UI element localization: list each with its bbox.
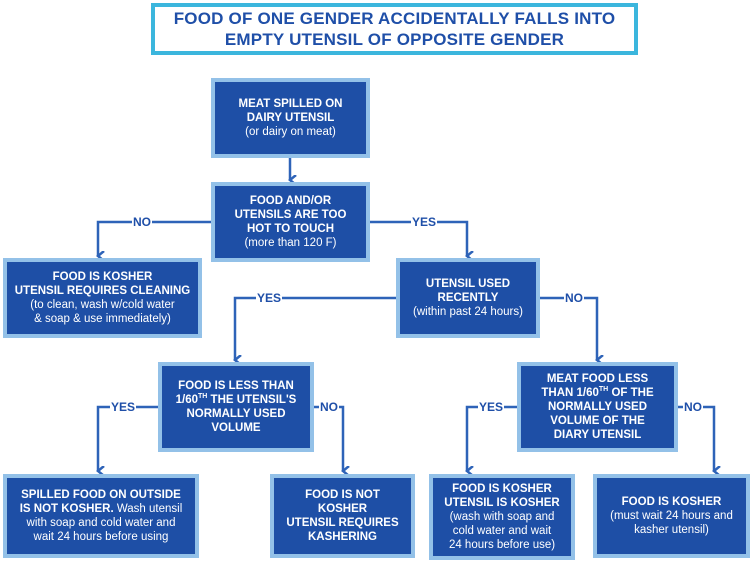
node-start-line-3: (or dairy on meat): [245, 126, 336, 138]
node-recent: UTENSIL USED RECENTLY (within past 24 ho…: [396, 258, 540, 338]
node-kosher-wash: FOOD IS KOSHER UTENSIL IS KOSHER (wash w…: [429, 474, 575, 560]
arrow-recent-no: [538, 296, 597, 360]
node-start: MEAT SPILLED ON DAIRY UTENSIL (or dairy …: [211, 78, 370, 158]
node-outside-line-3: with soap and cold water and: [26, 517, 176, 529]
label-recent-yes: YES: [256, 291, 283, 305]
node-recent-line-3: (within past 24 hours): [413, 306, 523, 318]
node-hot-line-3: HOT TO TOUCH: [246, 223, 335, 235]
arrow-meat-yes: [467, 405, 519, 471]
node-kashering: FOOD IS NOT KOSHER UTENSIL REQUIRES KASH…: [270, 474, 415, 558]
node-kosher-clean: FOOD IS KOSHER UTENSIL REQUIRES CLEANING…: [3, 258, 202, 338]
label-less-no: NO: [319, 400, 339, 414]
node-kashering-line-1: FOOD IS NOT: [305, 489, 380, 501]
title-line-2: EMPTY UTENSIL OF OPPOSITE GENDER: [224, 30, 565, 49]
arrow-hot-yes: [368, 220, 467, 256]
node-hot: FOOD AND/OR UTENSILS ARE TOO HOT TO TOUC…: [211, 182, 370, 262]
node-kosher-clean-line-2: UTENSIL REQUIRES CLEANING: [14, 285, 191, 297]
node-kosher-wash-line-5: 24 hours before use): [448, 539, 556, 551]
node-hot-line-2: UTENSILS ARE TOO: [234, 209, 347, 221]
node-kashering-line-4: KASHERING: [307, 531, 377, 543]
node-meat-less-line-1: MEAT FOOD LESS: [546, 373, 649, 385]
node-less-volume-line-4: VOLUME: [211, 422, 261, 434]
node-less-volume-line-2: 1/60TH THE UTENSIL'S: [175, 393, 297, 406]
label-hot-yes: YES: [411, 215, 438, 229]
node-meat-less-line-3: NORMALLY USED: [547, 401, 648, 413]
node-meat-less: MEAT FOOD LESS THAN 1/60TH OF THE NORMAL…: [517, 362, 678, 452]
label-recent-no: NO: [564, 291, 584, 305]
title-line-1: FOOD OF ONE GENDER ACCIDENTALLY FALLS IN…: [173, 9, 616, 28]
node-meat-less-line-5: DIARY UTENSIL: [553, 429, 642, 441]
node-kosher-wash-line-3: (wash with soap and: [449, 511, 555, 523]
node-outside-line-1: SPILLED FOOD ON OUTSIDE: [21, 489, 181, 501]
node-hot-line-1: FOOD AND/OR: [249, 195, 332, 207]
node-kosher-wait-line-1: FOOD IS KOSHER: [621, 496, 722, 508]
arrow-less-yes: [98, 405, 160, 471]
node-recent-line-2: RECENTLY: [437, 292, 499, 304]
node-kosher-clean-line-4: & soap & use immediately): [34, 313, 171, 325]
node-start-line-1: MEAT SPILLED ON: [238, 98, 343, 110]
arrow-recent-yes: [235, 296, 398, 360]
node-kashering-line-2: KOSHER: [317, 503, 368, 515]
arrow-hot-no: [98, 220, 212, 256]
node-kashering-line-3: UTENSIL REQUIRES: [286, 517, 399, 529]
node-kosher-wait-line-2: (must wait 24 hours and: [610, 510, 733, 522]
label-hot-no: NO: [132, 215, 152, 229]
node-kosher-wash-line-2: UTENSIL IS KOSHER: [444, 497, 560, 509]
node-outside-line-2: IS NOT KOSHER. Wash utensil: [19, 503, 183, 515]
node-kosher-wash-line-4: cold water and wait: [452, 525, 552, 537]
node-outside: SPILLED FOOD ON OUTSIDE IS NOT KOSHER. W…: [3, 474, 199, 558]
node-kosher-wait-line-3: kasher utensil): [634, 524, 709, 536]
label-meat-no: NO: [683, 400, 703, 414]
node-recent-line-1: UTENSIL USED: [425, 278, 511, 290]
node-outside-line-4: wait 24 hours before using: [33, 531, 169, 543]
node-hot-line-4: (more than 120 F): [244, 237, 337, 249]
node-start-line-2: DAIRY UTENSIL: [246, 112, 335, 124]
node-meat-less-line-4: VOLUME OF THE: [550, 415, 645, 427]
node-less-volume-line-1: FOOD IS LESS THAN: [178, 380, 294, 392]
node-kosher-clean-line-1: FOOD IS KOSHER: [52, 271, 153, 283]
node-meat-less-line-2: THAN 1/60TH OF THE: [541, 386, 654, 399]
node-kosher-clean-line-3: (to clean, wash w/cold water: [30, 299, 175, 311]
node-less-volume-line-3: NORMALLY USED: [186, 408, 286, 420]
node-kosher-wash-line-1: FOOD IS KOSHER: [452, 483, 552, 495]
node-kosher-wait: FOOD IS KOSHER (must wait 24 hours and k…: [593, 474, 750, 558]
label-meat-yes: YES: [478, 400, 505, 414]
arrow-meat-no: [676, 405, 714, 471]
arrow-less-no: [312, 405, 343, 471]
flowchart-title: FOOD OF ONE GENDER ACCIDENTALLY FALLS IN…: [151, 3, 638, 55]
label-less-yes: YES: [110, 400, 137, 414]
node-less-volume: FOOD IS LESS THAN 1/60TH THE UTENSIL'S N…: [158, 362, 314, 452]
